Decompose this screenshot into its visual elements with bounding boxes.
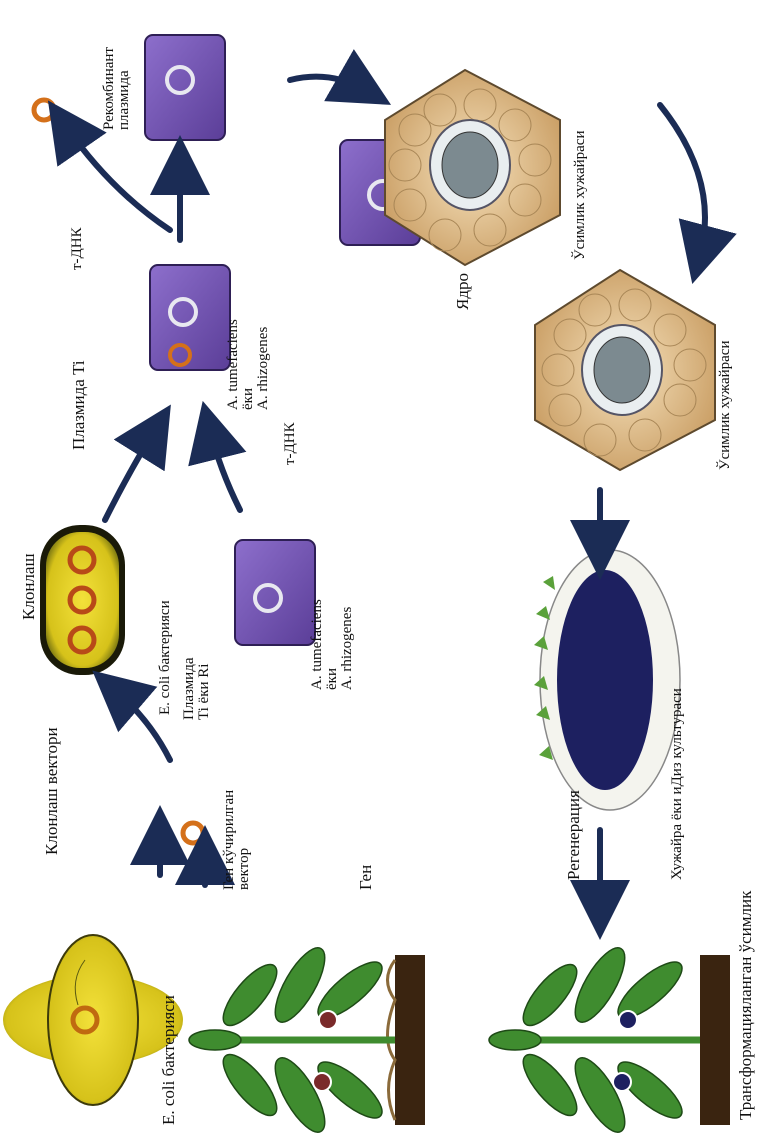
label-cloning: Клонлаш <box>20 553 37 620</box>
label-ecoli-bacteria: E. coli бактерияси <box>158 600 173 715</box>
label-agrobacterium-mid: A. tumefaciens ёки A. rhizogenes <box>226 319 271 410</box>
recombinant-plasmid-cell <box>145 35 225 140</box>
label-agrobacterium-left: A. tumefaciens ёки A. rhizogenes <box>310 599 355 690</box>
agrobacterium-cell-mid <box>150 265 230 370</box>
label-recombinant-plasmid: Рекомбинант плазмида <box>102 47 132 130</box>
label-plant-cell-mid: Ўсимлик хужайраси <box>718 341 733 470</box>
tissue-culture <box>534 550 680 810</box>
label-gene: Ген <box>357 865 374 890</box>
label-plasmid-ti: Плазмида Ti <box>70 360 87 450</box>
label-ecoli-bacterium: E. coli бактерияси <box>160 995 177 1125</box>
arrow-cloning-to-agro <box>105 430 155 520</box>
soil <box>395 955 425 1125</box>
plasmid-ring <box>34 100 54 120</box>
label-gene-carrier-vector: Ген кўчирилган вектор <box>222 790 252 890</box>
gene-spot <box>319 1011 337 1029</box>
cloning-bacterium <box>40 525 125 675</box>
label-tdna-mid: т-ДНК <box>283 422 298 465</box>
label-cloning-vector: Клонлаш вектори <box>43 727 60 855</box>
gene-vector-ring <box>183 823 203 843</box>
label-plasmid-ti-ri: Плазмида Ti ёки Ri <box>182 658 212 721</box>
source-plant <box>189 941 425 1139</box>
label-tdna-top: т-ДНК <box>70 227 85 270</box>
label-nucleus: Ядро <box>454 273 471 310</box>
label-transformed-plant: Трансформацияланган ўсимлик <box>737 891 754 1120</box>
agrobacterium-cell-left <box>235 540 315 645</box>
arrow-recomb-to-plantcell <box>290 77 365 90</box>
plant-cell-mid <box>535 270 715 470</box>
label-cell-tissue-culture: Хужайра ёки иДиз культураси <box>670 688 685 880</box>
label-plant-cell-top: Ўсимлик хужайраси <box>573 131 588 260</box>
arrow-plantcell-to-plantcell <box>660 105 705 255</box>
gene-spot <box>313 1073 331 1091</box>
label-regeneration: Регенерация <box>565 790 582 880</box>
ecoli-bacterium-source <box>3 935 183 1105</box>
arrow-agroleft-to-agro <box>210 430 240 510</box>
transformed-plant <box>489 941 730 1139</box>
